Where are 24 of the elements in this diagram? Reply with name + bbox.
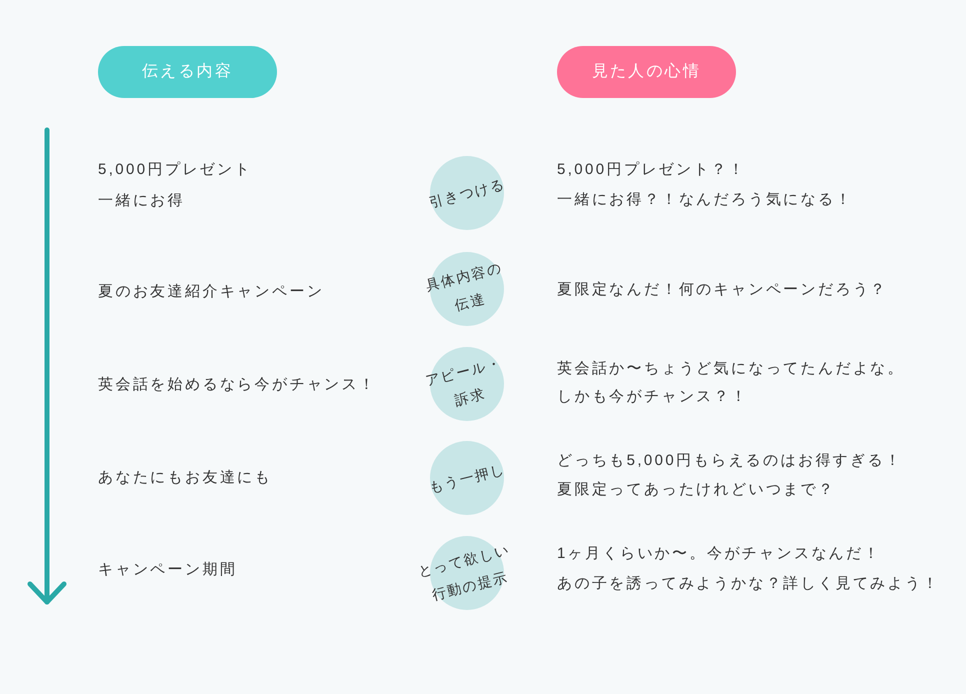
stage-label: 具体内容の伝達 [422, 258, 505, 316]
message-text: キャンペーン期間 [98, 560, 238, 580]
message-text: あなたにもお友達にも [98, 468, 272, 488]
message-text: 5,000円プレゼント？！ [557, 160, 746, 180]
header-label: 伝える内容 [142, 62, 234, 82]
stage-label: とって欲しい行動の提示 [415, 540, 512, 605]
message-text: 一緒にお得 [98, 191, 185, 211]
header-pill [98, 46, 277, 98]
message-text: どっちも5,000円もらえるのはお得すぎる！ [557, 451, 902, 471]
message-text: 1ヶ月くらいか〜。今がチャンスなんだ！ [557, 544, 881, 564]
message-text: 英会話を始めるなら今がチャンス！ [98, 375, 376, 395]
header-label: 見た人の心情 [592, 62, 702, 82]
message-text: しかも今がチャンス？！ [557, 387, 748, 407]
message-text: 一緒にお得？！なんだろう気になる！ [557, 190, 853, 210]
message-text: 夏のお友達紹介キャンペーン [98, 282, 324, 302]
message-text: 夏限定ってあったけれどいつまで？ [557, 480, 836, 500]
message-text: 英会話か〜ちょうど気になってたんだよな。 [557, 359, 905, 379]
message-text: あの子を誘ってみようかな？詳しく見てみよう！ [557, 574, 940, 594]
header-pill [557, 46, 736, 98]
stage-label: アピール・訴求 [422, 353, 505, 410]
stage-label: もう一押し [426, 460, 508, 498]
stage-label: 引きつける [426, 174, 508, 212]
message-text: 5,000円プレゼント [98, 160, 252, 180]
message-text: 夏限定なんだ！何のキャンペーンだろう？ [557, 280, 888, 300]
